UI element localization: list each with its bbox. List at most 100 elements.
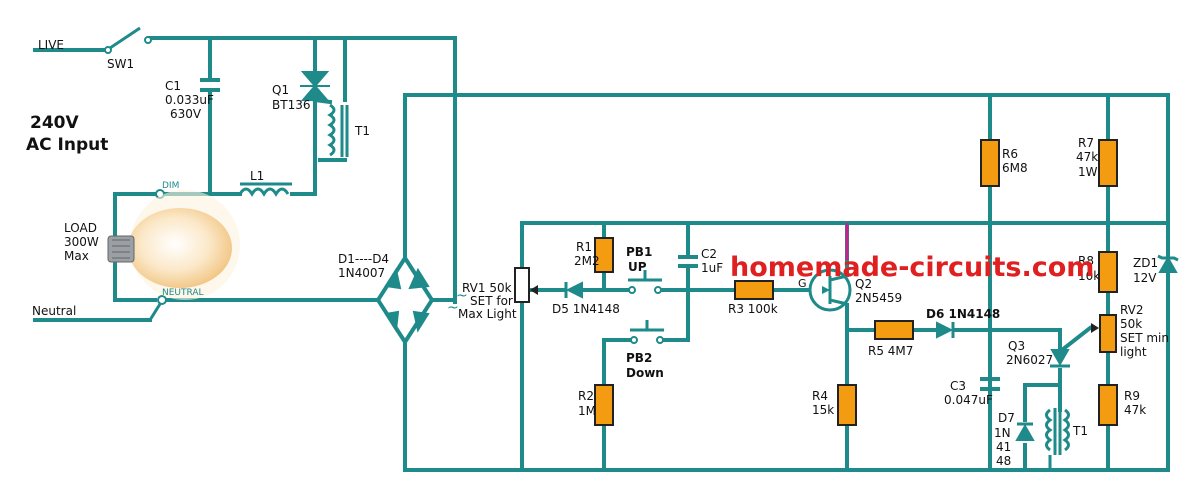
label-bridge-2: 1N4007 — [338, 266, 385, 280]
label-load-3: Max — [64, 249, 89, 263]
label-neutral-node: NEUTRAL — [162, 288, 204, 298]
label-q3-name: Q3 — [1008, 339, 1025, 353]
label-c2-name: C2 — [701, 247, 717, 261]
diode-d5 — [564, 281, 583, 299]
bridge-rectifier — [375, 254, 435, 346]
diode-d7 — [1015, 422, 1035, 441]
label-pb1-val: UP — [628, 260, 647, 274]
label-rv1-1: RV1 50k — [462, 281, 512, 295]
label-bridge-1: D1----D4 — [338, 252, 389, 266]
label-d7-2: 41 — [996, 440, 1011, 454]
label-q2-name: Q2 — [855, 277, 872, 291]
label-neutral-in: Neutral — [32, 304, 76, 318]
label-r4-name: R4 — [812, 389, 828, 403]
capacitor-c3 — [980, 377, 1000, 391]
potentiometer-rv2 — [1091, 314, 1117, 353]
label-t1b: T1 — [1072, 424, 1088, 438]
label-q2-gate: G — [798, 277, 807, 290]
ac-tilde-1: ~ — [447, 300, 459, 316]
capacitor-c1 — [200, 78, 220, 92]
label-r7-val: 47k — [1076, 150, 1098, 164]
pushbutton-pb2 — [630, 320, 664, 344]
label-rv2-1: RV2 — [1120, 303, 1144, 317]
resistor-r5 — [874, 320, 914, 340]
ac-tilde-2: ~ — [456, 288, 468, 304]
label-c1-val: 0.033uF — [165, 93, 214, 107]
zener-zd1 — [1157, 254, 1179, 273]
label-rv1-3: Max Light — [458, 307, 517, 321]
label-rv2-3: SET min — [1120, 331, 1169, 345]
labels: LIVE Neutral SW1 C1 0.033uF 630V Q1 BT13… — [26, 38, 1169, 468]
resistor-r1 — [594, 237, 614, 273]
diode-d6 — [936, 321, 955, 339]
label-q1-name: Q1 — [272, 83, 289, 97]
label-pb2-val: Down — [626, 366, 664, 380]
resistor-r7 — [1098, 139, 1118, 187]
label-r3: R3 100k — [728, 302, 778, 316]
label-r5: R5 4M7 — [868, 344, 913, 358]
label-load-2: 300W — [64, 235, 99, 249]
watermark-text: homemade-circuits.com — [730, 252, 1094, 283]
label-r8-val: 10k — [1078, 269, 1100, 283]
label-rv1-2: SET for — [470, 294, 513, 308]
label-r9-name: R9 — [1124, 389, 1140, 403]
label-pb2-name: PB2 — [626, 351, 652, 365]
label-l1: L1 — [250, 169, 264, 183]
pushbutton-pb1 — [628, 270, 662, 294]
label-r6-name: R6 — [1002, 147, 1018, 161]
label-r8-name: R8 — [1078, 254, 1094, 268]
label-rv2-4: light — [1120, 345, 1147, 359]
label-r9-val: 47k — [1124, 403, 1146, 417]
label-r6-val: 6M8 — [1002, 161, 1028, 175]
label-d7-3: 48 — [996, 454, 1011, 468]
wiring — [33, 36, 1170, 472]
label-c3-val: 0.047uF — [944, 393, 993, 407]
label-q3-val: 2N6027 — [1006, 353, 1053, 367]
label-r1-val: 2M2 — [574, 254, 600, 268]
label-d7-name: D7 — [998, 411, 1015, 425]
label-r2-name: R2 — [578, 389, 594, 403]
label-r1-name: R1 — [576, 240, 592, 254]
switch-sw1 — [104, 26, 152, 54]
label-r2-val: 1M — [578, 404, 596, 418]
label-pb1-name: PB1 — [626, 245, 652, 259]
label-q1-val: BT136 — [272, 98, 310, 112]
transformer-t1-pulse — [1045, 408, 1070, 470]
capacitor-c2 — [678, 255, 698, 268]
label-d5: D5 1N4148 — [552, 302, 620, 316]
label-dim: DIM — [162, 181, 179, 191]
resistor-r3 — [734, 280, 774, 300]
transformer-t1 — [327, 103, 349, 157]
label-r4-val: 15k — [812, 403, 834, 417]
label-r7-w: 1W — [1078, 165, 1098, 179]
title-voltage: 240V — [30, 113, 79, 133]
neutral-terminal — [157, 295, 167, 305]
label-d7-1: 1N — [994, 426, 1011, 440]
label-rv2-2: 50k — [1120, 317, 1142, 331]
label-c2-val: 1uF — [701, 261, 723, 275]
triac-q1 — [300, 71, 330, 101]
label-load-1: LOAD — [64, 221, 97, 235]
jfet-q2 — [808, 268, 852, 312]
put-q3 — [1050, 349, 1070, 368]
label-zd1-name: ZD1 — [1133, 256, 1158, 270]
label-c3-name: C3 — [950, 379, 966, 393]
label-r7-name: R7 — [1078, 136, 1094, 150]
label-sw1: SW1 — [107, 57, 134, 71]
label-d6: D6 1N4148 — [926, 307, 1000, 321]
resistor-r4 — [837, 384, 857, 426]
label-t1: T1 — [354, 124, 370, 138]
resistor-r9 — [1098, 384, 1118, 426]
label-live: LIVE — [38, 38, 64, 52]
label-c1-v: 630V — [170, 107, 202, 121]
inductor-l1 — [238, 182, 292, 197]
resistor-r2 — [594, 384, 614, 426]
label-c1-name: C1 — [165, 79, 181, 93]
bulb-icon — [107, 190, 240, 300]
title-input: AC Input — [26, 135, 108, 155]
label-zd1-val: 12V — [1133, 271, 1157, 285]
resistor-r6 — [980, 139, 1000, 187]
label-q2-val: 2N5459 — [855, 291, 902, 305]
